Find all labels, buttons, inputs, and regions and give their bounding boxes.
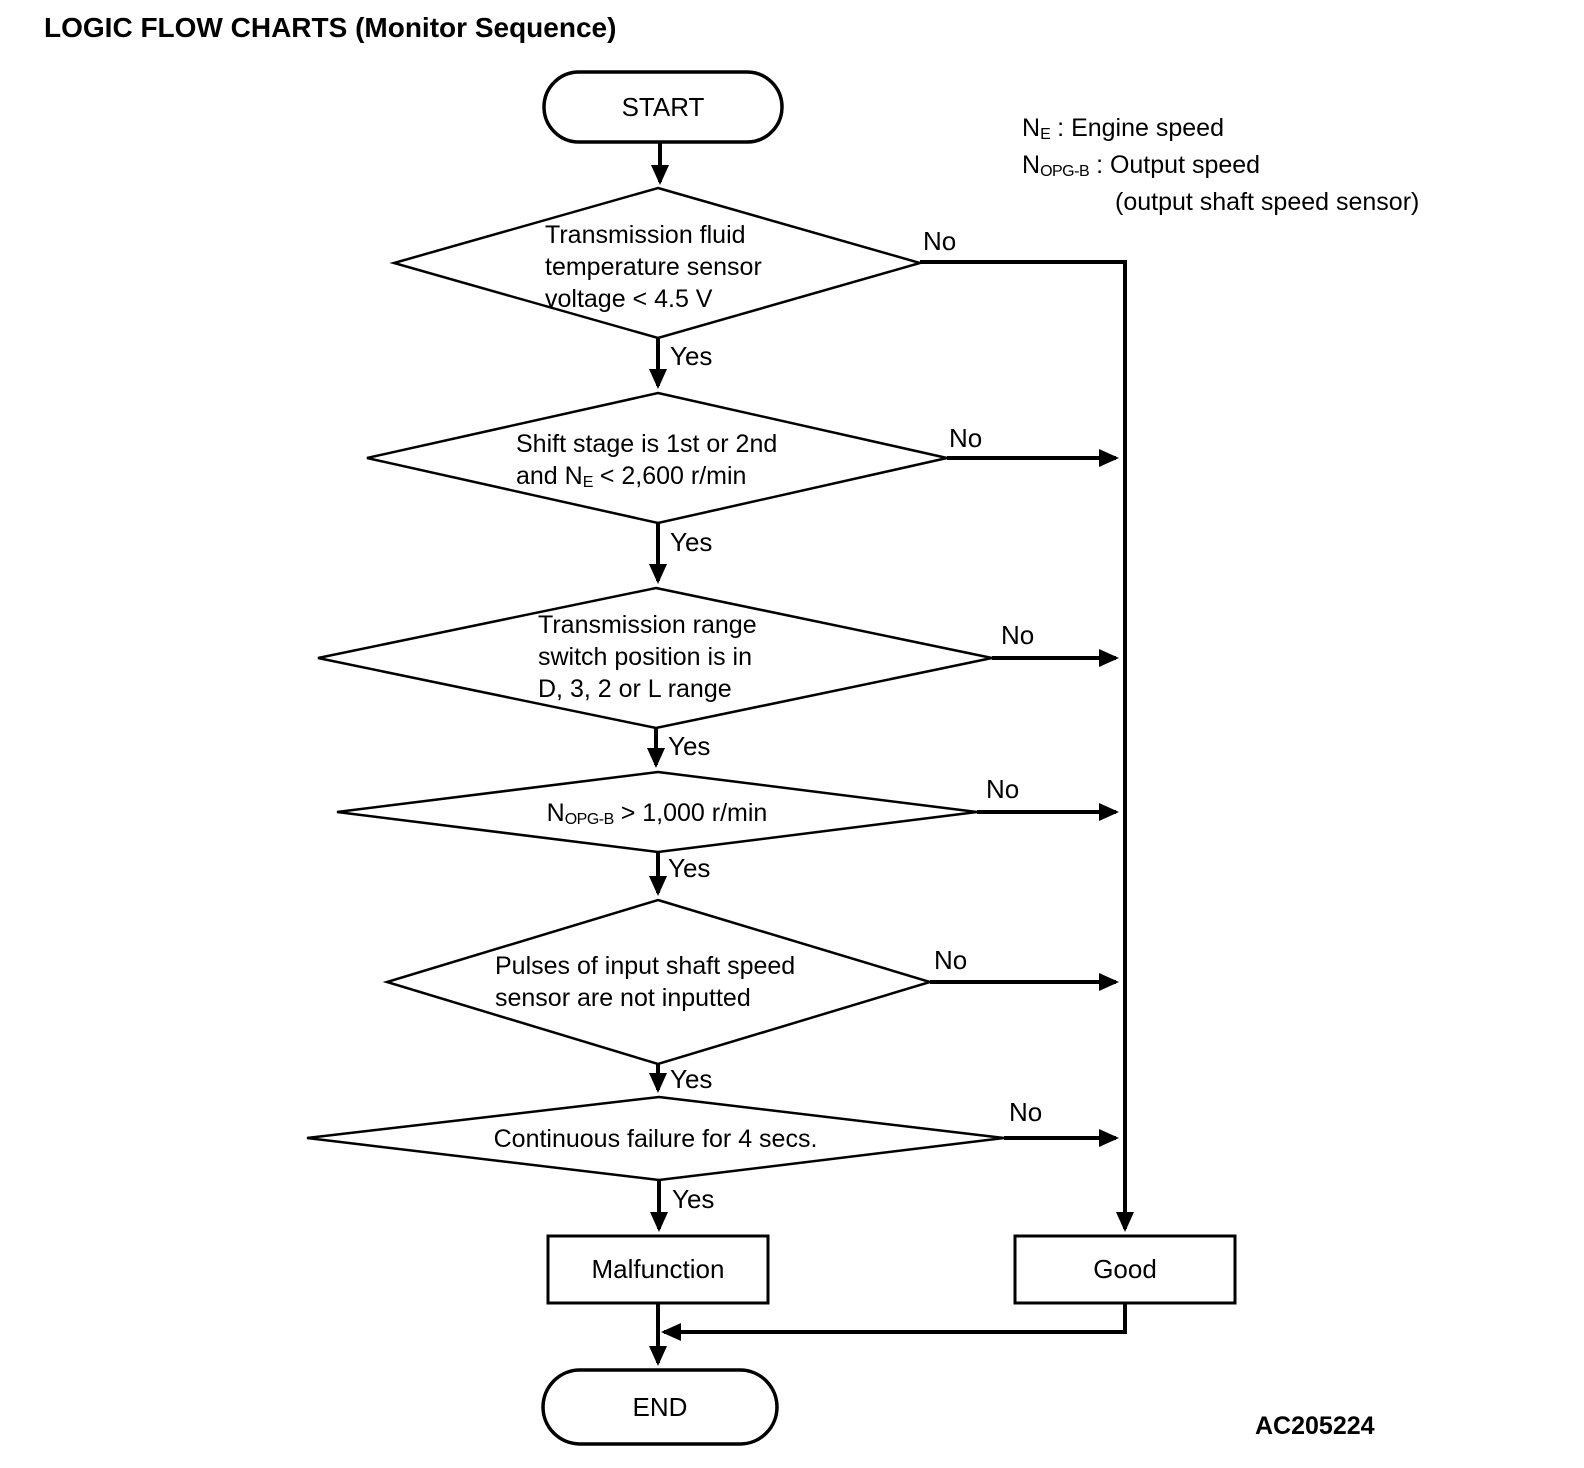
legend-output-note: (output shaft speed sensor): [1115, 188, 1420, 216]
no-label-5: No: [934, 945, 968, 975]
no-label-1: No: [923, 226, 957, 256]
legend: NE : Engine speed NOPG-B : Output speed …: [1022, 113, 1419, 218]
no-branch-1-trunk-line: [920, 260, 1134, 1232]
legend-output-speed: NOPG-B : Output speed: [1022, 151, 1261, 180]
decision-1-shape: [389, 186, 925, 340]
page-title: LOGIC FLOW CHARTS (Monitor Sequence): [44, 12, 617, 43]
decision-5-text: Pulses of input shaft speed sensor are n…: [495, 952, 796, 1012]
decision-3-text: Transmission range switch position is in…: [538, 611, 757, 703]
decision-2-shape: [366, 391, 948, 525]
yes-label-2: Yes: [670, 527, 713, 557]
yes-label-3: Yes: [668, 731, 711, 761]
good-node-label: Good: [1093, 1254, 1157, 1284]
yes-label-1: Yes: [670, 341, 713, 371]
figure-code: AC205224: [1255, 1412, 1375, 1440]
good-merge-line: [661, 1303, 1127, 1341]
yes-label-6: Yes: [672, 1184, 715, 1214]
decision-4-text: NOPG-B > 1,000 r/min: [546, 799, 768, 828]
end-node-label: END: [632, 1391, 688, 1422]
legend-engine-speed: NE : Engine speed: [1022, 114, 1224, 143]
decision-2-text: Shift stage is 1st or 2nd and NE < 2,600…: [516, 430, 778, 491]
start-node-shape: [542, 70, 784, 144]
good-node-shape: [1013, 1234, 1237, 1305]
decision-5-shape: [382, 898, 935, 1066]
decision-6-shape: [306, 1095, 1005, 1182]
start-node-label: START: [621, 91, 705, 122]
malfunction-node-label: Malfunction: [591, 1254, 725, 1284]
decision-6-text: Continuous failure for 4 secs.: [493, 1125, 818, 1153]
malfunction-node-shape: [546, 1234, 770, 1305]
no-label-2: No: [949, 423, 983, 453]
yes-label-5: Yes: [670, 1064, 713, 1094]
decision-1-text: Transmission fluid temperature sensor vo…: [545, 221, 762, 313]
end-node-shape: [541, 1368, 779, 1446]
no-label-3: No: [1001, 620, 1035, 650]
decision-4-shape: [336, 770, 978, 854]
yes-label-4: Yes: [668, 853, 711, 883]
no-label-6: No: [1009, 1097, 1043, 1127]
no-label-4: No: [986, 774, 1020, 804]
decision-3-shape: [317, 586, 993, 730]
